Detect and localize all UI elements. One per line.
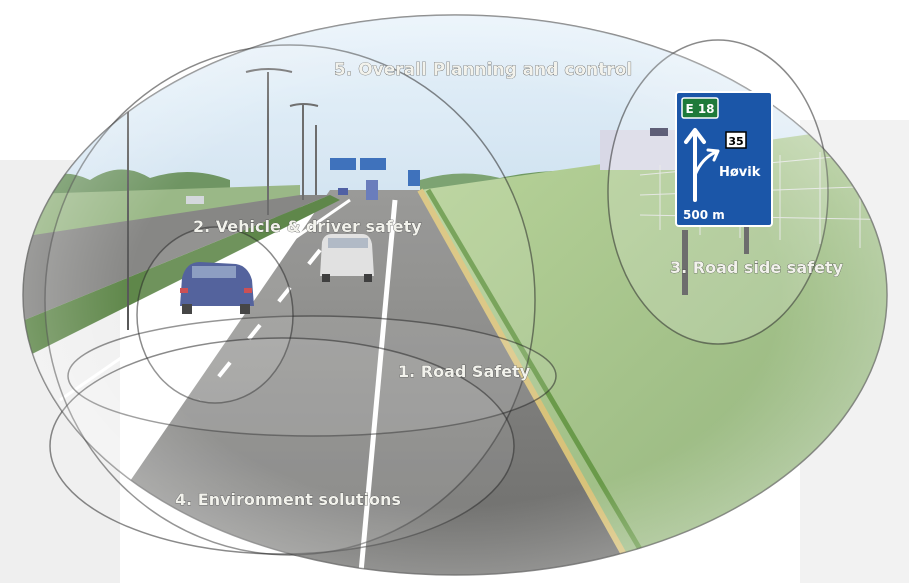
exit-number-badge bbox=[725, 131, 747, 149]
label-road-side: 3. Road side safety bbox=[670, 258, 844, 277]
sign-route-label: E 18 bbox=[685, 102, 714, 116]
sign-distance: 500 m bbox=[683, 208, 725, 222]
exit-arrow-icon bbox=[693, 148, 720, 177]
sign-exit-number: 35 bbox=[728, 135, 743, 148]
sign-destination: Høvik bbox=[719, 165, 761, 180]
label-environment: 4. Environment solutions bbox=[175, 490, 401, 509]
motorway-direction-sign: E 18 35 Høvik 500 m bbox=[675, 91, 773, 295]
sign-panel bbox=[675, 91, 773, 227]
label-overall-planning: 5. Overall Planning and control bbox=[334, 60, 632, 80]
route-e18-badge bbox=[681, 97, 719, 119]
label-vehicle-driver: 2. Vehicle & driver safety bbox=[193, 217, 422, 236]
label-road-safety: 1. Road Safety bbox=[398, 362, 531, 381]
straight-arrow-icon bbox=[684, 128, 706, 202]
